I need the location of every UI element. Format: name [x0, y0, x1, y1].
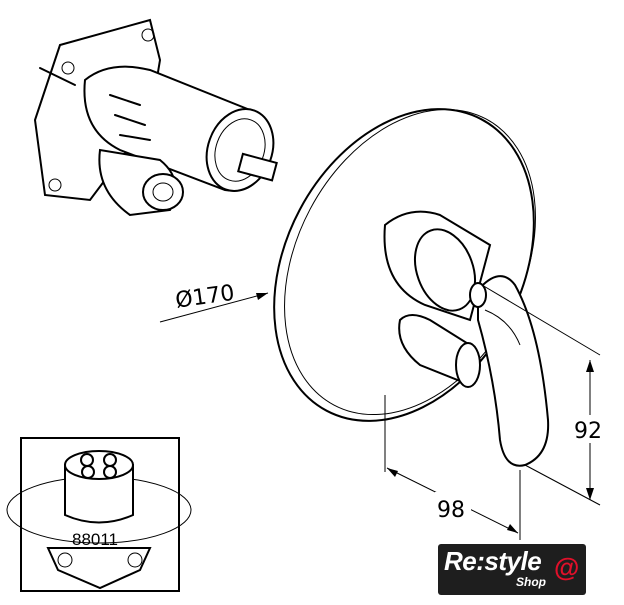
diameter-label: Ø170 [174, 281, 236, 314]
diverter-spout [383, 210, 492, 322]
diverter-knob [398, 314, 481, 388]
depth-dimension: 98 [384, 395, 521, 540]
concealed-valve-body [33, 18, 278, 217]
height-label: 92 [574, 419, 602, 444]
logo-brand: Re:style [444, 546, 542, 576]
depth-label: 98 [437, 498, 465, 523]
logo-sub: Shop [516, 575, 546, 589]
mixer-lever [469, 275, 550, 467]
diameter-dimension: Ø170 [159, 281, 269, 323]
part-number: 88011 [72, 530, 118, 549]
restyle-shop-logo: Re:style Shop @ [438, 544, 586, 595]
inset-box: 88011 [6, 437, 192, 592]
cart-at-icon: @ [554, 552, 580, 582]
height-dimension: 92 [481, 284, 608, 506]
